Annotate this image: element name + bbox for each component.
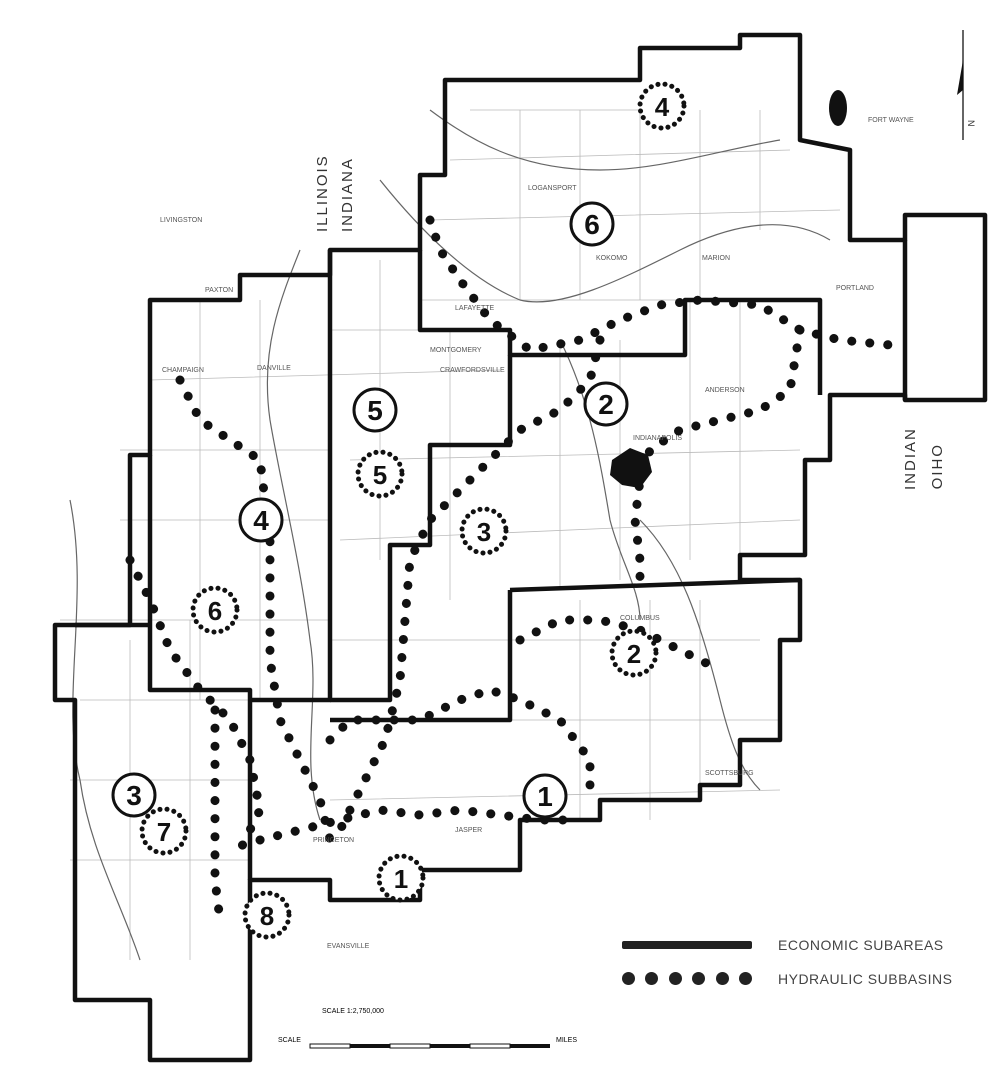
svg-text:1: 1 xyxy=(537,781,553,812)
scale-ratio: SCALE 1:2,750,000 xyxy=(322,1008,384,1015)
svg-text:2: 2 xyxy=(627,639,641,669)
legend-hydraulic: HYDRAULIC SUBBASINS xyxy=(622,962,997,996)
place-fort-wayne: FORT WAYNE xyxy=(868,117,914,124)
map-legend: ECONOMIC SUBAREAS HYDRAULIC SUBBASINS xyxy=(622,928,997,996)
place-lafayette: LAFAYETTE xyxy=(455,305,494,312)
ohio-label: OHIO xyxy=(928,445,945,491)
svg-text:N: N xyxy=(966,120,976,127)
scale-label: SCALE xyxy=(278,1037,301,1044)
scale-units: MILES xyxy=(556,1037,577,1044)
svg-text:6: 6 xyxy=(208,596,222,626)
place-portland: PORTLAND xyxy=(836,285,874,292)
place-jasper: JASPER xyxy=(455,827,482,834)
scale-bar: SCALE 1:2,750,000 SCALE MILES xyxy=(278,1008,577,1049)
indiana-east-label: INDIAN xyxy=(902,427,919,490)
state-labels: ILLINOIS INDIANA INDIAN OHIO xyxy=(314,154,945,491)
north-arrow: N xyxy=(957,30,976,140)
place-danville: DANVILLE xyxy=(257,365,291,372)
legend-hydraulic-swatch xyxy=(622,972,752,986)
hydraulic-subbasin-boundaries xyxy=(125,215,895,925)
hydraulic-subbasin-2: 2 xyxy=(609,628,659,678)
svg-text:5: 5 xyxy=(367,395,383,426)
place-paxton: PAXTON xyxy=(205,287,233,294)
legend-economic-swatch xyxy=(622,941,752,949)
svg-text:3: 3 xyxy=(477,517,491,547)
hydraulic-subbasin-3: 3 xyxy=(459,506,509,556)
place-livingston: LIVINGSTON xyxy=(160,217,202,224)
rivers xyxy=(69,109,831,961)
hydraulic-subbasin-4: 4 xyxy=(637,81,687,131)
svg-text:8: 8 xyxy=(260,901,274,931)
svg-text:4: 4 xyxy=(253,505,269,536)
place-montgomery: MONTGOMERY xyxy=(430,347,482,354)
indiana-label: INDIANA xyxy=(339,157,356,232)
hydraulic-subbasin-1: 1 xyxy=(376,853,426,903)
place-scottsburg: SCOTTSBURG xyxy=(705,770,754,777)
economic-subarea-5: 5 xyxy=(352,387,398,433)
hydraulic-subbasin-labels: 1 2 3 4 5 6 7 8 xyxy=(139,81,687,940)
place-columbus: COLUMBUS xyxy=(620,615,660,622)
svg-text:1: 1 xyxy=(394,864,408,894)
hydraulic-subbasin-7: 7 xyxy=(139,806,189,856)
economic-subarea-1: 1 xyxy=(522,773,568,819)
hydraulic-subbasin-6: 6 xyxy=(190,585,240,635)
place-marion: MARION xyxy=(702,255,730,262)
svg-text:2: 2 xyxy=(598,389,614,420)
place-princeton: PRINCETON xyxy=(313,837,354,844)
economic-subarea-2: 2 xyxy=(583,381,629,427)
economic-subarea-labels: 1 2 3 4 5 6 xyxy=(111,201,629,819)
svg-text:4: 4 xyxy=(655,92,670,122)
indianapolis-urban-area xyxy=(610,448,652,488)
economic-subarea-4: 4 xyxy=(238,497,284,543)
illinois-label: ILLINOIS xyxy=(314,154,331,232)
place-labels: FORT WAYNE INDIANAPOLIS ANDERSON COLUMBU… xyxy=(160,117,914,950)
place-indianapolis: INDIANAPOLIS xyxy=(633,435,682,442)
legend-hydraulic-label: HYDRAULIC SUBBASINS xyxy=(778,971,953,987)
svg-text:5: 5 xyxy=(373,460,387,490)
legend-economic-label: ECONOMIC SUBAREAS xyxy=(778,937,944,953)
place-anderson: ANDERSON xyxy=(705,387,745,394)
place-champaign: CHAMPAIGN xyxy=(162,367,204,374)
place-kokomo: KOKOMO xyxy=(596,255,628,262)
place-logansport: LOGANSPORT xyxy=(528,185,577,192)
hydraulic-subbasin-5: 5 xyxy=(355,449,405,499)
lake xyxy=(829,90,847,126)
economic-subarea-3: 3 xyxy=(111,772,157,818)
svg-text:6: 6 xyxy=(584,209,600,240)
hydraulic-subbasin-8: 8 xyxy=(242,890,292,940)
svg-text:7: 7 xyxy=(157,817,171,847)
economic-subarea-6: 6 xyxy=(569,201,615,247)
place-evansville: EVANSVILLE xyxy=(327,943,370,950)
svg-text:3: 3 xyxy=(126,780,142,811)
legend-economic: ECONOMIC SUBAREAS xyxy=(622,928,997,962)
place-crawfordsville: CRAWFORDSVILLE xyxy=(440,367,505,374)
